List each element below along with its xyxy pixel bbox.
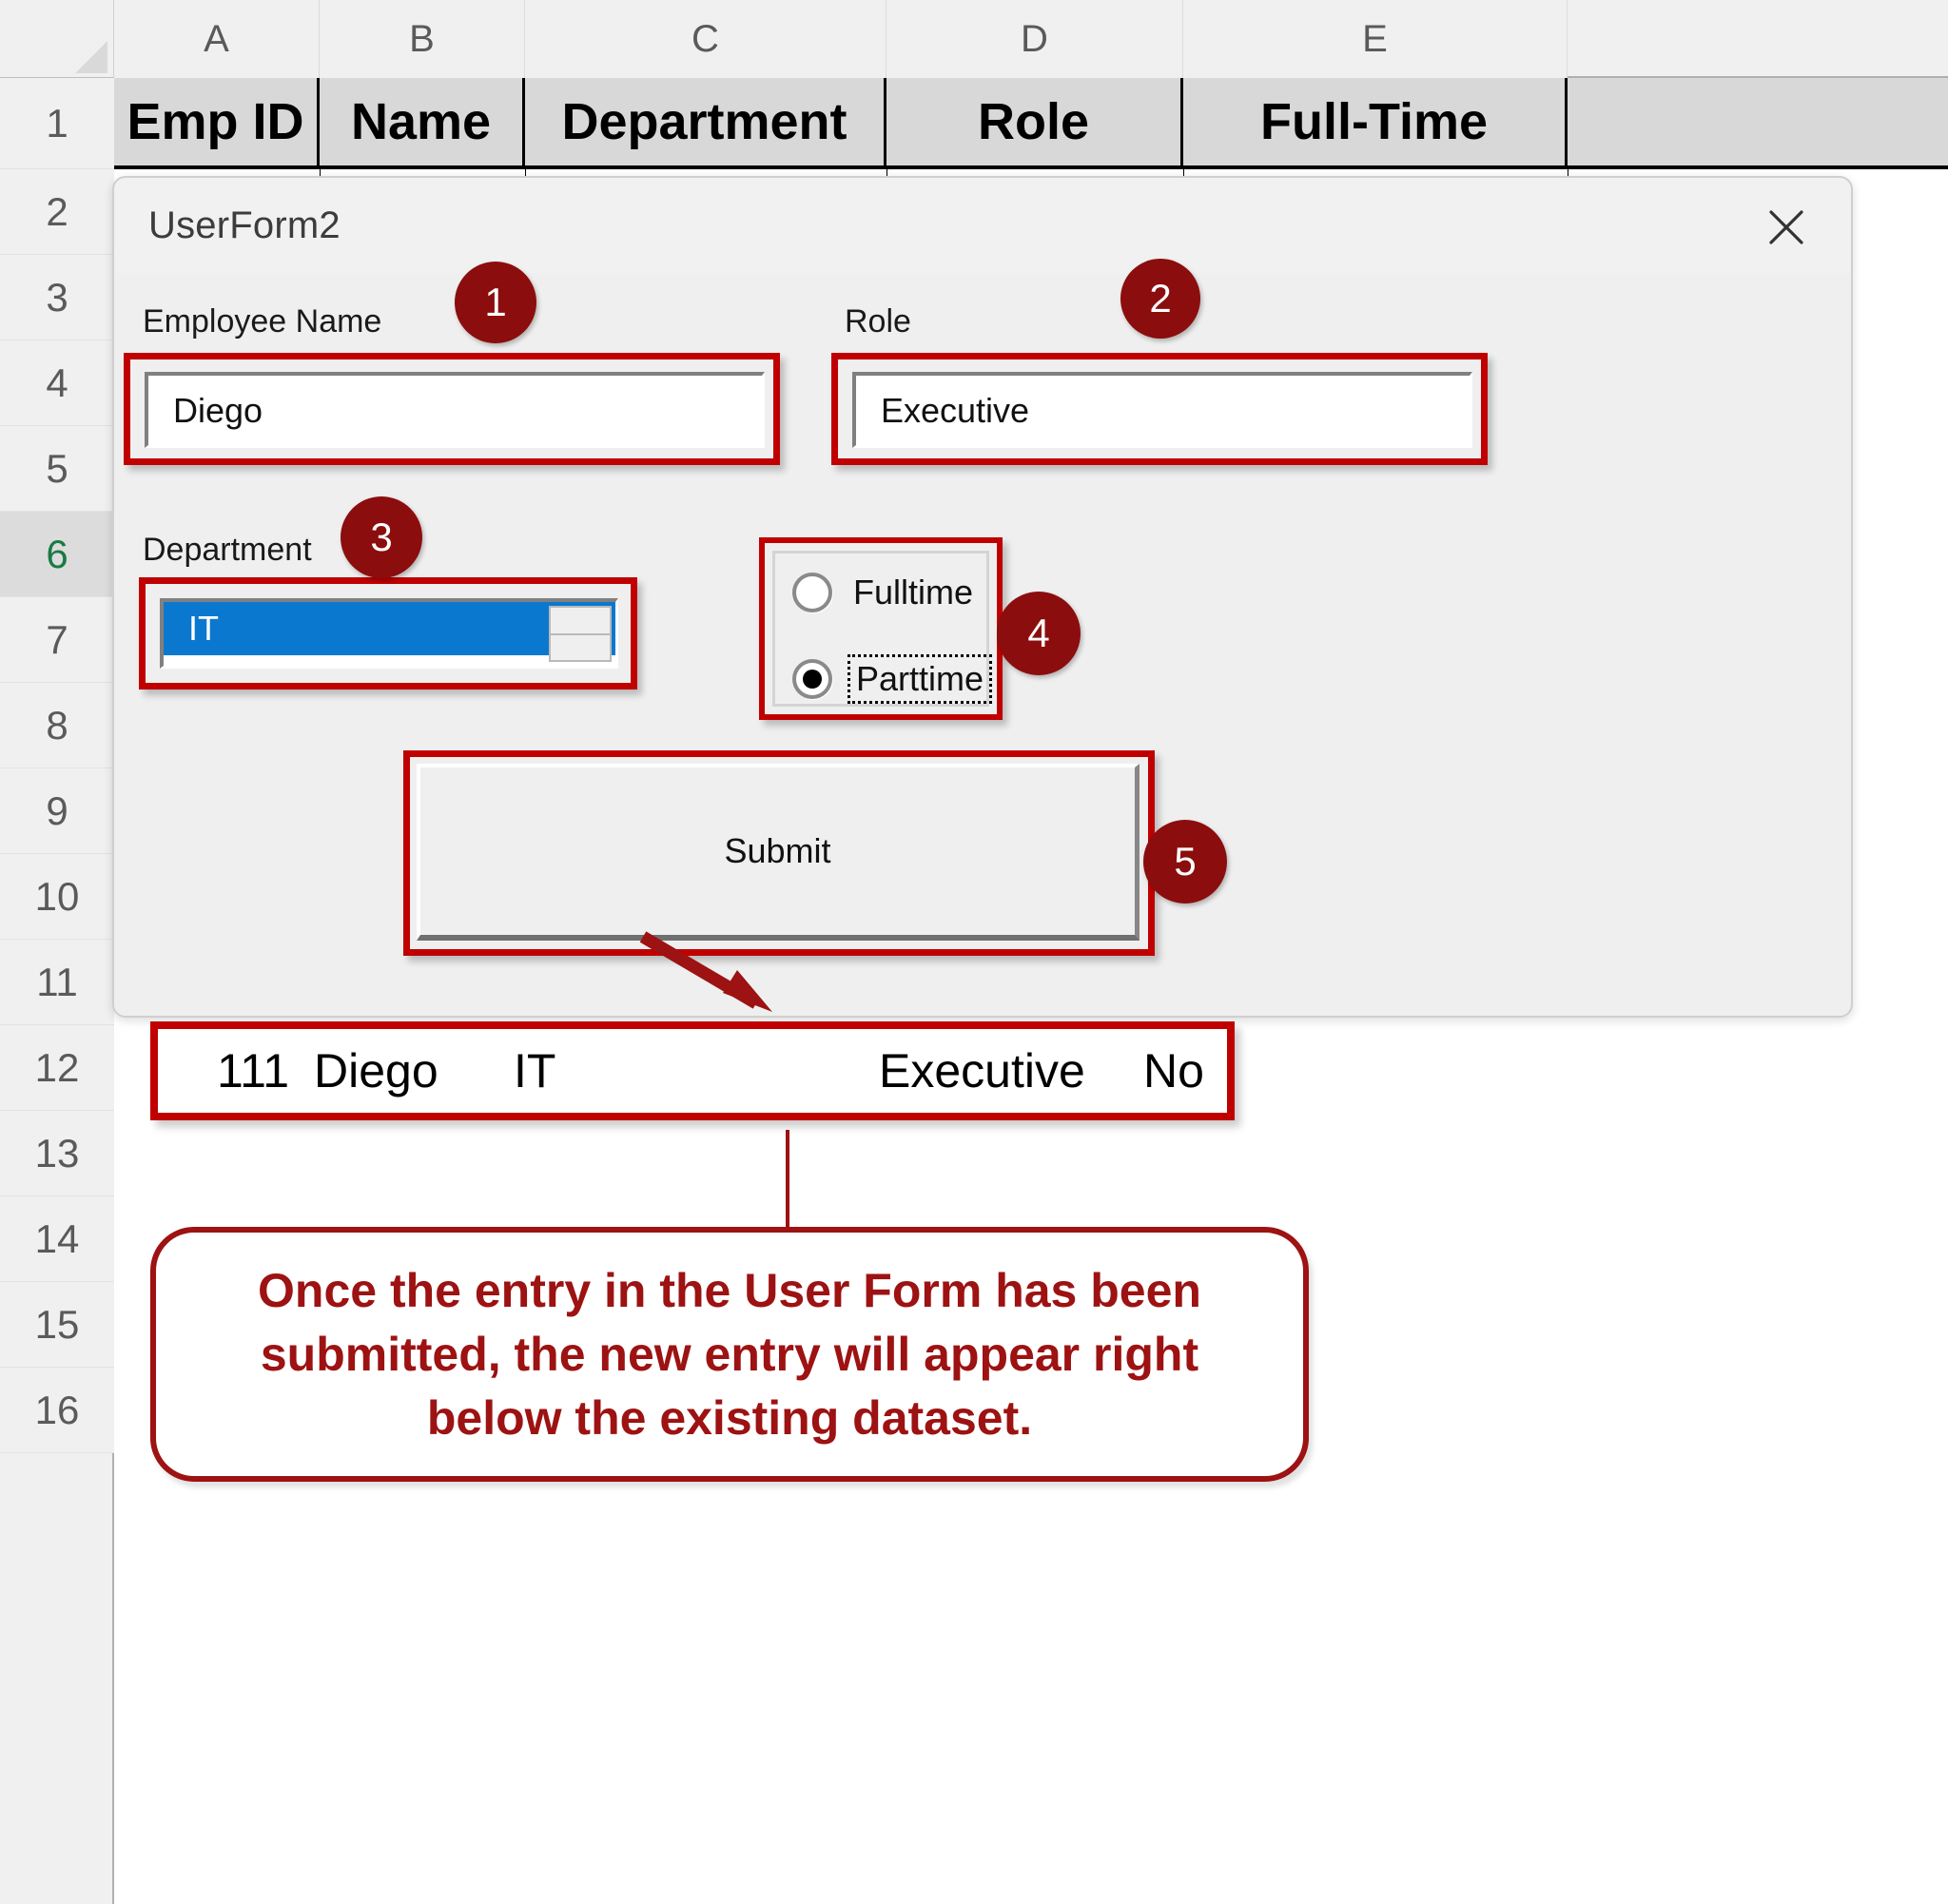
department-listbox[interactable]: IT [160, 598, 618, 669]
row-header-5[interactable]: 5 [0, 426, 114, 512]
department-option-label: IT [188, 609, 219, 648]
radio-row-parttime[interactable]: Parttime [792, 654, 993, 704]
column-header-b[interactable]: B [320, 0, 525, 78]
step-badge-5-label: 5 [1174, 839, 1197, 884]
step-badge-3: 3 [341, 496, 422, 578]
select-all-triangle-icon [75, 41, 107, 73]
submit-button-label: Submit [724, 831, 831, 870]
radio-icon-fulltime[interactable] [792, 573, 832, 612]
radio-selected-dot [803, 670, 822, 689]
userform-body: Employee Name Diego Role Executive Depar… [114, 273, 1851, 1016]
radio-row-fulltime[interactable]: Fulltime [792, 571, 979, 614]
radio-icon-parttime[interactable] [792, 659, 832, 699]
row-header-11[interactable]: 11 [0, 940, 114, 1025]
result-department: IT [514, 1044, 556, 1098]
row-header-14[interactable]: 14 [0, 1196, 114, 1282]
column-header-c[interactable]: C [525, 0, 886, 78]
spinner-up-icon[interactable] [551, 608, 610, 635]
row-header-6[interactable]: 6 [0, 512, 114, 597]
step-badge-4: 4 [997, 592, 1081, 675]
employment-type-frame: Fulltime Parttime [772, 551, 993, 707]
step-badge-3-label: 3 [370, 515, 393, 559]
department-option-it[interactable]: IT [164, 602, 615, 655]
userform-dialog: UserForm2 Employee Name Diego Role Execu… [112, 176, 1853, 1018]
instruction-callout: Once the entry in the User Form has been… [150, 1227, 1309, 1482]
submit-button[interactable]: Submit [417, 764, 1140, 941]
department-label: Department [143, 532, 312, 568]
role-input[interactable]: Executive [852, 372, 1472, 448]
header-cell-full-time: Full-Time [1183, 78, 1568, 165]
role-value: Executive [881, 390, 1030, 430]
radio-label-fulltime: Fulltime [853, 573, 974, 612]
row-header-2[interactable]: 2 [0, 169, 114, 255]
instruction-callout-text: Once the entry in the User Form has been… [258, 1263, 1201, 1445]
row-header-12[interactable]: 12 [0, 1025, 114, 1111]
row-header-15[interactable]: 15 [0, 1282, 114, 1368]
header-cell-department: Department [525, 78, 886, 165]
employee-name-value: Diego [173, 390, 263, 430]
result-emp-id: 111 [217, 1044, 290, 1098]
row-header-8[interactable]: 8 [0, 683, 114, 768]
step-badge-1-label: 1 [484, 280, 507, 324]
close-icon[interactable] [1758, 199, 1815, 256]
step-badge-2: 2 [1120, 259, 1200, 339]
step-badge-1: 1 [455, 262, 536, 343]
row-header-7[interactable]: 7 [0, 597, 114, 683]
header-cell-emp-id: Emp ID [114, 78, 320, 165]
row-header-1[interactable]: 1 [0, 78, 114, 169]
spinner-down-icon[interactable] [551, 634, 610, 660]
column-header-d[interactable]: D [886, 0, 1183, 78]
employee-name-input[interactable]: Diego [145, 372, 765, 448]
header-cell-role: Role [886, 78, 1183, 165]
step-badge-2-label: 2 [1149, 276, 1172, 321]
employee-name-label: Employee Name [143, 303, 382, 340]
row-header-13[interactable]: 13 [0, 1111, 114, 1196]
userform-title: UserForm2 [148, 204, 341, 246]
role-label: Role [845, 303, 911, 340]
listbox-spinner[interactable] [549, 606, 612, 662]
column-header-e[interactable]: E [1183, 0, 1568, 78]
result-full-time: No [1143, 1044, 1204, 1098]
row-header-16[interactable]: 16 [0, 1368, 114, 1453]
row-header-4[interactable]: 4 [0, 340, 114, 426]
radio-label-parttime: Parttime [847, 654, 993, 704]
row-header-10[interactable]: 10 [0, 854, 114, 940]
step-badge-4-label: 4 [1027, 611, 1050, 655]
column-header-a[interactable]: A [114, 0, 320, 78]
header-cell-name: Name [320, 78, 525, 165]
result-role: Executive [879, 1044, 1085, 1098]
result-row-box: 111 Diego IT Executive No [150, 1021, 1235, 1120]
result-name: Diego [314, 1044, 438, 1098]
step-badge-5: 5 [1143, 820, 1227, 903]
row-header-9[interactable]: 9 [0, 768, 114, 854]
select-all-corner[interactable] [0, 0, 114, 78]
row-header-3[interactable]: 3 [0, 255, 114, 340]
